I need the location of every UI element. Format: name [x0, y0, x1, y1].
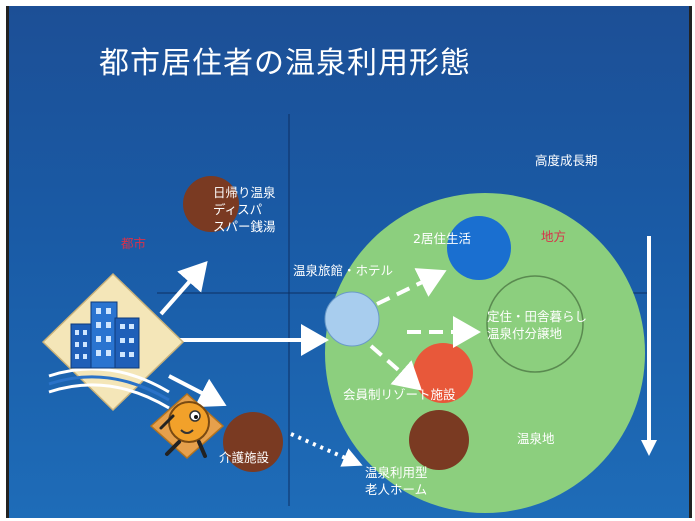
- second-home-label: 2居住生活: [413, 231, 471, 246]
- settlement-line-1: 定住・田舎暮らし: [487, 309, 588, 324]
- arrow-to-care: [168, 374, 227, 408]
- hot-spring-care-circle: [409, 410, 469, 470]
- day-trip-label: 日帰り温泉 ディスパ スパー銭湯: [213, 184, 276, 235]
- hotel-circle: [324, 291, 380, 347]
- elderly-home-line-2: 老人ホーム: [365, 482, 428, 497]
- dotted-arrow-to-elderly-home: [290, 432, 363, 467]
- arrow-to-day-trip: [159, 260, 208, 316]
- diagram-canvas: [41, 114, 657, 513]
- elderly-home-label: 温泉利用型 老人ホーム: [365, 464, 428, 498]
- era-label: 高度成長期: [535, 153, 598, 168]
- city-buildings-icon: [41, 272, 185, 412]
- resort-circle: [413, 343, 473, 403]
- dashed-arrow-to-resort: [369, 344, 423, 391]
- elderly-person-icon: [149, 392, 225, 460]
- care-facility-circle: [223, 412, 283, 472]
- elderly-home-line-1: 温泉利用型: [365, 465, 428, 480]
- settlement-label: 定住・田舎暮らし 温泉付分譲地: [487, 308, 587, 342]
- day-trip-line-2: ディスパ: [213, 202, 263, 217]
- slide-title: 都市居住者の温泉利用形態: [99, 46, 471, 81]
- day-trip-circle: [183, 176, 239, 232]
- care-facility-label: 介護施設: [219, 450, 270, 465]
- city-label: 都市: [121, 236, 147, 251]
- rural-label: 地方: [541, 229, 567, 244]
- hotel-label: 温泉旅館・ホテル: [293, 263, 394, 278]
- second-home-circle: [447, 216, 511, 280]
- hot-spring-area-circle: [325, 193, 645, 513]
- settlement-line-2: 温泉付分譲地: [487, 326, 563, 341]
- dashed-arrow-to-second-home: [376, 268, 447, 306]
- day-trip-line-1: 日帰り温泉: [213, 185, 276, 200]
- day-trip-line-3: スパー銭湯: [213, 219, 276, 234]
- hot-spring-area-label: 温泉地: [517, 431, 555, 446]
- time-arrow-head: [641, 440, 657, 456]
- slide: 都市居住者の温泉利用形態 高度成長期 都市 地方 日帰り温泉 ディスパ スパー銭…: [6, 6, 692, 518]
- resort-label: 会員制リゾート施設: [343, 387, 456, 402]
- settlement-circle: [486, 275, 584, 373]
